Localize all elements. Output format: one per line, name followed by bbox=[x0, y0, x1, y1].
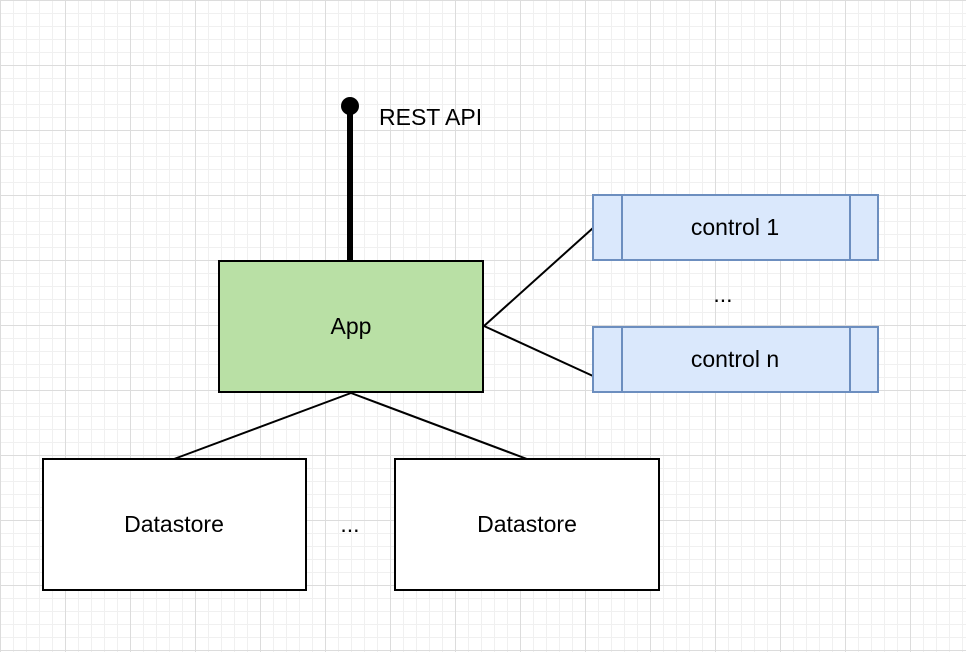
app-datastore-1-edge bbox=[173, 392, 352, 460]
datastore-2-node[interactable]: Datastore bbox=[394, 458, 660, 591]
app-datastore-2-edge bbox=[350, 392, 528, 460]
controls-ellipsis: ... bbox=[713, 281, 732, 307]
app-control-1-edge bbox=[483, 227, 594, 327]
rest-api-endpoint bbox=[341, 97, 359, 115]
datastore-2-label: Datastore bbox=[477, 511, 577, 537]
control-n-node[interactable]: control n bbox=[592, 326, 879, 393]
app-node[interactable]: App bbox=[218, 260, 484, 393]
datastores-ellipsis: ... bbox=[340, 511, 359, 537]
rest-api-label: REST API bbox=[379, 104, 482, 130]
datastore-1-label: Datastore bbox=[124, 511, 224, 537]
control-n-label: control n bbox=[691, 346, 779, 372]
datastore-1-node[interactable]: Datastore bbox=[42, 458, 307, 591]
app-control-n-edge bbox=[483, 325, 594, 377]
control-1-label: control 1 bbox=[691, 214, 779, 240]
app-label: App bbox=[331, 313, 372, 339]
control-1-node[interactable]: control 1 bbox=[592, 194, 879, 261]
